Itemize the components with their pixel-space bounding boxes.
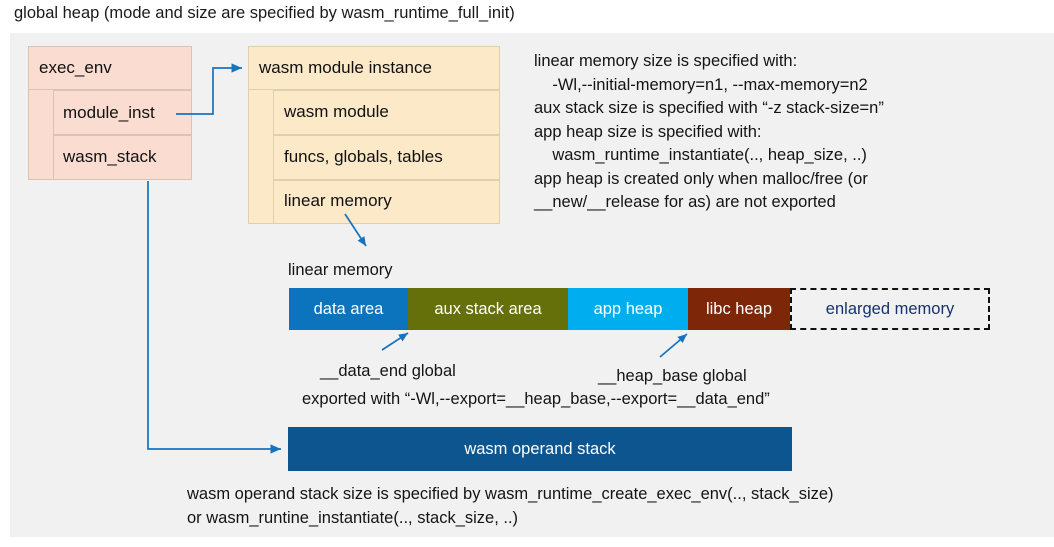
- operand-stack-caption-line-1: wasm operand stack size is specified by …: [187, 485, 834, 503]
- module-instance-row-linear-memory: [273, 180, 500, 224]
- exec-env-header-cell: [28, 46, 192, 90]
- exec-env-row-module-inst: [53, 90, 192, 135]
- notes-line-3: aux stack size is specified with “-z sta…: [534, 99, 884, 117]
- operand-stack-box: wasm operand stack: [288, 427, 792, 471]
- notes-line-2: -Wl,--initial-memory=n1, --max-memory=n2: [534, 75, 868, 94]
- exec-env-header-label: exec_env: [39, 58, 112, 77]
- notes-line-4: app heap size is specified with:: [534, 122, 762, 141]
- page-title: global heap (mode and size are specified…: [14, 4, 515, 22]
- module-instance-row-funcs-globals-tables-label: funcs, globals, tables: [284, 147, 443, 166]
- module-instance-row-linear-memory-label: linear memory: [284, 191, 392, 210]
- memory-segment-libc-heap: libc heap: [688, 288, 790, 330]
- exec-env-row-wasm-stack-label: wasm_stack: [63, 147, 157, 166]
- operand-stack-label: wasm operand stack: [464, 439, 616, 458]
- memory-segment-app-heap: app heap: [568, 288, 688, 330]
- exec-env-row-wasm-stack: [53, 135, 192, 180]
- module-instance-row-funcs-globals-tables: [273, 135, 500, 180]
- linear-memory-caption: linear memory: [288, 261, 393, 279]
- memory-segment-enlarged-memory: enlarged memory: [790, 288, 990, 330]
- module-instance-row-wasm-module: [273, 90, 500, 135]
- operand-stack-caption-line-2: or wasm_runtine_instantiate(.., stack_si…: [187, 508, 519, 527]
- memory-segment-aux-stack-area: aux stack area: [408, 288, 568, 330]
- notes-line-5: wasm_runtime_instantiate(.., heap_size, …: [534, 146, 867, 164]
- memory-segment-libc-heap-label: libc heap: [705, 299, 773, 318]
- notes-line-1: linear memory size is specified with:: [534, 52, 798, 70]
- notes-line-7: __new/__release for as) are not exported: [534, 193, 836, 211]
- annotation-exported-with: exported with “-Wl,--export=__heap_base,…: [302, 390, 770, 408]
- operand-stack-caption: wasm operand stack size is specified by …: [187, 483, 834, 530]
- exec-env-row-module-inst-label: module_inst: [63, 103, 155, 122]
- memory-segment-app-heap-label: app heap: [593, 299, 663, 318]
- module-instance-header-label: wasm module instance: [259, 58, 432, 77]
- memory-segment-data-area-label: data area: [313, 299, 384, 318]
- notes-line-6: app heap is created only when malloc/fre…: [534, 169, 868, 188]
- memory-segment-aux-stack-area-label: aux stack area: [434, 299, 542, 318]
- module-instance-row-wasm-module-label: wasm module: [284, 102, 389, 121]
- module-instance-header-cell: [248, 46, 500, 90]
- notes-block: linear memory size is specified with: -W…: [534, 50, 884, 215]
- annotation-heap-base: __heap_base global: [598, 367, 747, 385]
- memory-segment-data-area: data area: [289, 288, 408, 330]
- annotation-data-end: __data_end global: [320, 362, 456, 380]
- memory-segment-enlarged-memory-label: enlarged memory: [825, 299, 955, 318]
